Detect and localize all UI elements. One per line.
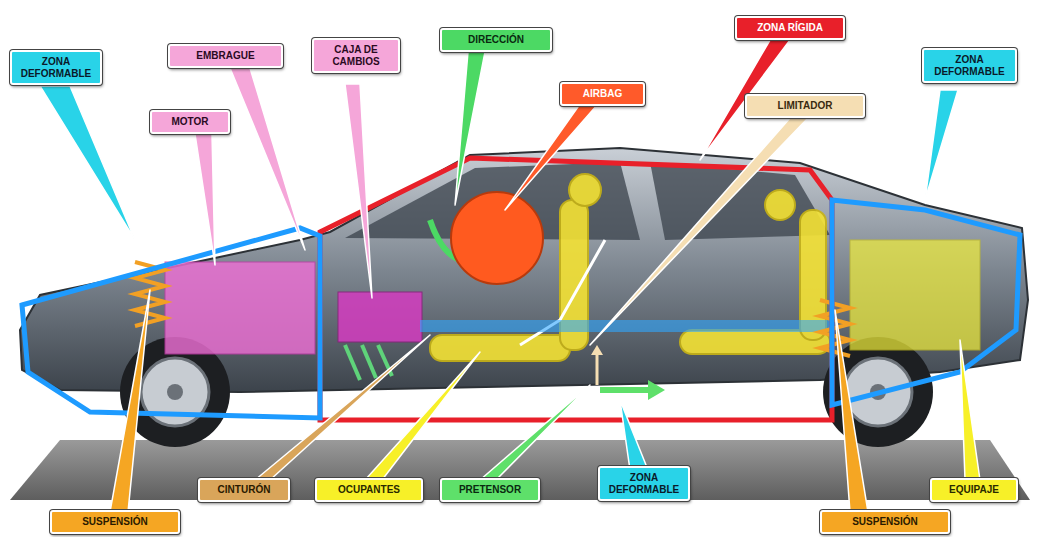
callout-box: SUSPENSIÓN xyxy=(820,510,950,534)
callout-pointers xyxy=(40,40,980,512)
pretensioner-mark xyxy=(600,387,650,393)
callout-label: EMBRAGUE xyxy=(196,50,254,62)
callout-box: AIRBAG xyxy=(560,82,645,106)
limiter-mark xyxy=(596,350,599,385)
callout-label: PRETENSOR xyxy=(459,484,521,496)
callout-box: EMBRAGUE xyxy=(168,44,283,68)
callout-box: PRETENSOR xyxy=(440,478,540,502)
luggage xyxy=(850,240,980,350)
callout-label: ZONA DEFORMABLE xyxy=(17,56,95,79)
callout-label: ZONA DEFORMABLE xyxy=(605,472,683,495)
callout-box: CINTURÓN xyxy=(198,478,290,502)
callout-label: SUSPENSIÓN xyxy=(82,516,148,528)
callout-label: EQUIPAJE xyxy=(949,484,999,496)
rear-crumple-outline xyxy=(832,200,1020,405)
callout-label: CINTURÓN xyxy=(218,484,271,496)
callout-box: SUSPENSIÓN xyxy=(50,510,180,534)
callout-box: MOTOR xyxy=(150,110,230,134)
front-crumple-outline xyxy=(22,228,320,418)
callout-label: AIRBAG xyxy=(583,88,622,100)
callout-box: OCUPANTES xyxy=(315,478,423,502)
callout-label: CAJA DE CAMBIOS xyxy=(319,44,393,67)
callout-box: ZONA DEFORMABLE xyxy=(922,48,1017,83)
floor-beam xyxy=(420,320,830,332)
callout-label: ZONA RÍGIDA xyxy=(757,22,823,34)
gearbox xyxy=(338,292,422,342)
callout-label: OCUPANTES xyxy=(338,484,400,496)
callout-label: DIRECCIÓN xyxy=(468,34,524,46)
callout-box: ZONA DEFORMABLE xyxy=(10,50,102,85)
callout-label: SUSPENSIÓN xyxy=(852,516,918,528)
callout-box: EQUIPAJE xyxy=(930,478,1018,502)
callout-label: ZONA DEFORMABLE xyxy=(929,54,1010,77)
callout-box: ZONA DEFORMABLE xyxy=(598,466,690,501)
callout-label: MOTOR xyxy=(171,116,208,128)
airbag-bag xyxy=(451,192,543,284)
pretensioner-head xyxy=(648,380,665,400)
occupants xyxy=(430,174,830,361)
rear-spring xyxy=(820,300,850,356)
callout-box: DIRECCIÓN xyxy=(440,28,552,52)
limiter-head xyxy=(591,345,603,355)
rigid-zone-outline xyxy=(320,158,832,420)
callout-box: LIMITADOR xyxy=(745,94,865,118)
engine xyxy=(165,262,315,354)
callout-box: CAJA DE CAMBIOS xyxy=(312,38,400,73)
callout-label: LIMITADOR xyxy=(778,100,833,112)
callout-box: ZONA RÍGIDA xyxy=(735,16,845,40)
